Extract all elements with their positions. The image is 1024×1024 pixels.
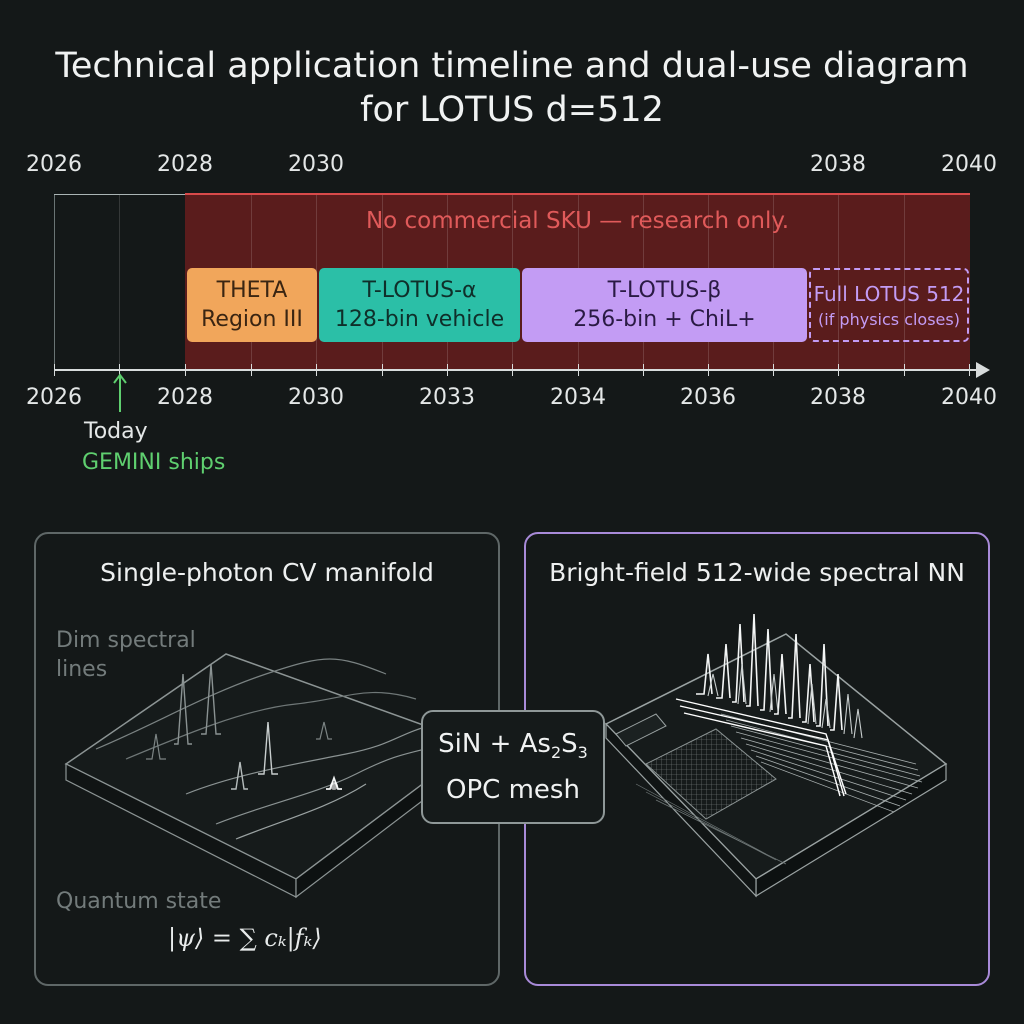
phase-t-lotus-alpha: T-LOTUS-α 128-bin vehicle — [319, 268, 520, 342]
quantum-state-formula: |ψ⟩ = ∑ cₖ|fₖ⟩ — [168, 924, 322, 952]
phase-alpha-line1: T-LOTUS-α — [362, 278, 477, 303]
axis-year-2033: 2033 — [419, 385, 475, 410]
axis-tick — [54, 364, 55, 376]
material-stack-label: SiN + As2S3 — [438, 726, 588, 771]
bright-field-chip-illustration — [604, 613, 948, 898]
axis-tick — [447, 364, 448, 376]
page-title: Technical application timeline and dual-… — [0, 44, 1024, 132]
timeline-axis — [54, 369, 978, 371]
axis-year-2034: 2034 — [550, 385, 606, 410]
today-label: Today — [84, 419, 148, 444]
top-year-2028: 2028 — [157, 152, 213, 177]
axis-year-2028: 2028 — [157, 385, 213, 410]
single-photon-panel: Single-photon CV manifold Dim spectral l… — [34, 532, 500, 986]
grid-line — [904, 195, 905, 370]
axis-tick — [708, 364, 709, 376]
axis-tick — [969, 364, 970, 376]
pre-research-line — [54, 194, 185, 195]
phase-theta-line1: THETA — [216, 278, 288, 303]
dim-spectral-lines-label: Dim spectral lines — [56, 626, 196, 684]
axis-tick — [838, 364, 839, 376]
axis-year-2036: 2036 — [680, 385, 736, 410]
phase-full-lotus-512: Full LOTUS 512 (if physics closes) — [809, 268, 969, 342]
sin-as2s3-opc-mesh-box: SiN + As2S3 OPC mesh — [421, 710, 605, 824]
phase-beta-line2: 256-bin + ChiL+ — [573, 307, 756, 332]
research-band-top-line — [185, 193, 970, 195]
phase-full-line2: (if physics closes) — [818, 309, 960, 329]
phase-alpha-line2: 128-bin vehicle — [334, 307, 505, 332]
dim-label-line2: lines — [56, 657, 108, 682]
grid-line — [119, 195, 120, 370]
material-part-a: SiN + As — [438, 729, 551, 760]
axis-year-2038: 2038 — [810, 385, 866, 410]
research-only-label: No commercial SKU — research only. — [365, 208, 790, 234]
phase-theta-line2: Region III — [201, 307, 303, 332]
axis-tick — [185, 364, 186, 376]
grid-line — [838, 195, 839, 370]
material-subscript-3: 3 — [577, 743, 588, 763]
phase-t-lotus-beta: T-LOTUS-β 256-bin + ChiL+ — [522, 268, 807, 342]
phase-beta-line1: T-LOTUS-β — [607, 278, 722, 303]
axis-arrow-icon — [976, 362, 990, 378]
axis-tick — [251, 364, 252, 376]
axis-tick — [119, 364, 120, 376]
material-subscript-2: 2 — [550, 743, 562, 763]
phase-full-line1: Full LOTUS 512 — [813, 281, 965, 306]
phase-theta: THETA Region III — [187, 268, 317, 342]
gemini-ships-label: GEMINI ships — [82, 450, 226, 475]
left-panel-title: Single-photon CV manifold — [100, 558, 434, 587]
opc-mesh-label: OPC mesh — [446, 774, 580, 805]
axis-tick — [316, 364, 317, 376]
axis-tick — [578, 364, 579, 376]
title-line-1: Technical application timeline and dual-… — [55, 46, 969, 86]
axis-tick — [512, 364, 513, 376]
today-arrow-icon — [113, 373, 127, 412]
axis-tick — [773, 364, 774, 376]
bright-field-panel: Bright-field 512-wide spectral NN — [524, 532, 990, 986]
top-year-2026: 2026 — [26, 152, 82, 177]
material-part-b: S — [561, 729, 578, 760]
axis-year-2040: 2040 — [941, 385, 997, 410]
axis-year-2026: 2026 — [26, 385, 82, 410]
right-panel-title: Bright-field 512-wide spectral NN — [549, 558, 965, 587]
title-line-2: for LOTUS d=512 — [360, 90, 664, 130]
axis-tick — [382, 364, 383, 376]
pre-research-region — [54, 194, 185, 370]
axis-tick — [904, 364, 905, 376]
axis-tick — [643, 364, 644, 376]
top-year-2030: 2030 — [288, 152, 344, 177]
dim-label-line1: Dim spectral — [56, 628, 196, 653]
axis-year-2030: 2030 — [288, 385, 344, 410]
quantum-state-label: Quantum state — [56, 889, 222, 914]
top-year-2040: 2040 — [941, 152, 997, 177]
top-year-2038: 2038 — [810, 152, 866, 177]
